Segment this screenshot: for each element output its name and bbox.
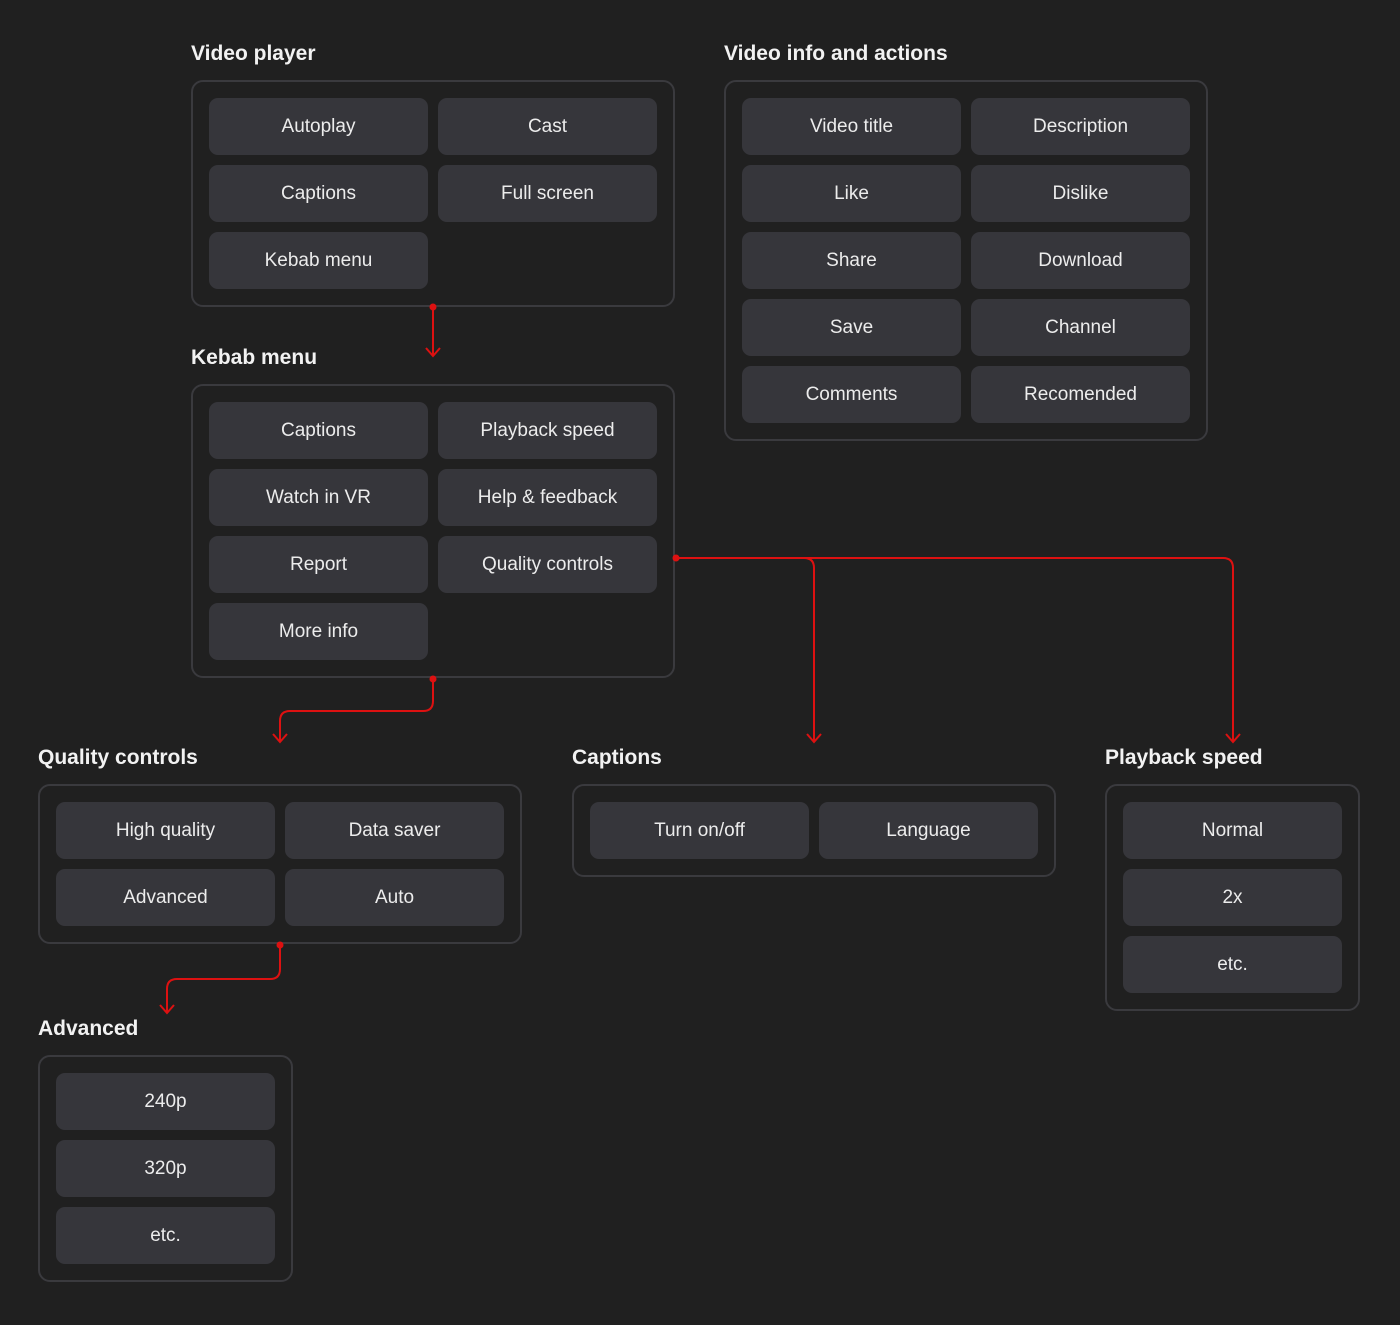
- video-player-panel: Autoplay Cast Captions Full screen Kebab…: [191, 80, 675, 307]
- kebab-menu-panel: Captions Playback speed Watch in VR Help…: [191, 384, 675, 678]
- video-title-item[interactable]: Video title: [742, 98, 961, 155]
- captions-item[interactable]: Captions: [209, 165, 428, 222]
- connector-quality-to-advanced: [159, 941, 284, 1015]
- 320p-item[interactable]: 320p: [56, 1140, 275, 1197]
- quality-controls-panel: High quality Data saver Advanced Auto: [38, 784, 522, 944]
- kebab-menu-item[interactable]: Kebab menu: [209, 232, 428, 289]
- advanced-item[interactable]: Advanced: [56, 869, 275, 926]
- save-item[interactable]: Save: [742, 299, 961, 356]
- kebab-captions-item[interactable]: Captions: [209, 402, 428, 459]
- kebab-playback-speed-item[interactable]: Playback speed: [438, 402, 657, 459]
- full-screen-item[interactable]: Full screen: [438, 165, 657, 222]
- video-info-panel: Video title Description Like Dislike Sha…: [724, 80, 1208, 441]
- report-item[interactable]: Report: [209, 536, 428, 593]
- normal-speed-item[interactable]: Normal: [1123, 802, 1342, 859]
- more-info-item[interactable]: More info: [209, 603, 428, 660]
- 2x-speed-item[interactable]: 2x: [1123, 869, 1342, 926]
- channel-item[interactable]: Channel: [971, 299, 1190, 356]
- connector-kebab-to-captions-and-speed: [672, 554, 1241, 744]
- help-feedback-item[interactable]: Help & feedback: [438, 469, 657, 526]
- connector-player-to-kebab: [425, 303, 441, 358]
- recommended-item[interactable]: Recomended: [971, 366, 1190, 423]
- kebab-quality-controls-item[interactable]: Quality controls: [438, 536, 657, 593]
- captions-title: Captions: [572, 746, 662, 769]
- autoplay-item[interactable]: Autoplay: [209, 98, 428, 155]
- captions-panel: Turn on/off Language: [572, 784, 1056, 877]
- data-saver-item[interactable]: Data saver: [285, 802, 504, 859]
- language-item[interactable]: Language: [819, 802, 1038, 859]
- advanced-title: Advanced: [38, 1017, 139, 1040]
- auto-item[interactable]: Auto: [285, 869, 504, 926]
- video-player-title: Video player: [191, 42, 316, 65]
- comments-item[interactable]: Comments: [742, 366, 961, 423]
- cast-item[interactable]: Cast: [438, 98, 657, 155]
- playback-speed-title: Playback speed: [1105, 746, 1263, 769]
- high-quality-item[interactable]: High quality: [56, 802, 275, 859]
- speed-etc-item[interactable]: etc.: [1123, 936, 1342, 993]
- like-item[interactable]: Like: [742, 165, 961, 222]
- video-info-title: Video info and actions: [724, 42, 948, 65]
- dislike-item[interactable]: Dislike: [971, 165, 1190, 222]
- connector-kebab-to-quality: [272, 675, 437, 744]
- quality-controls-title: Quality controls: [38, 746, 198, 769]
- description-item[interactable]: Description: [971, 98, 1190, 155]
- advanced-panel: 240p 320p etc.: [38, 1055, 293, 1282]
- watch-in-vr-item[interactable]: Watch in VR: [209, 469, 428, 526]
- download-item[interactable]: Download: [971, 232, 1190, 289]
- kebab-menu-title: Kebab menu: [191, 346, 318, 369]
- resolution-etc-item[interactable]: etc.: [56, 1207, 275, 1264]
- share-item[interactable]: Share: [742, 232, 961, 289]
- playback-speed-panel: Normal 2x etc.: [1105, 784, 1360, 1011]
- 240p-item[interactable]: 240p: [56, 1073, 275, 1130]
- turn-on-off-item[interactable]: Turn on/off: [590, 802, 809, 859]
